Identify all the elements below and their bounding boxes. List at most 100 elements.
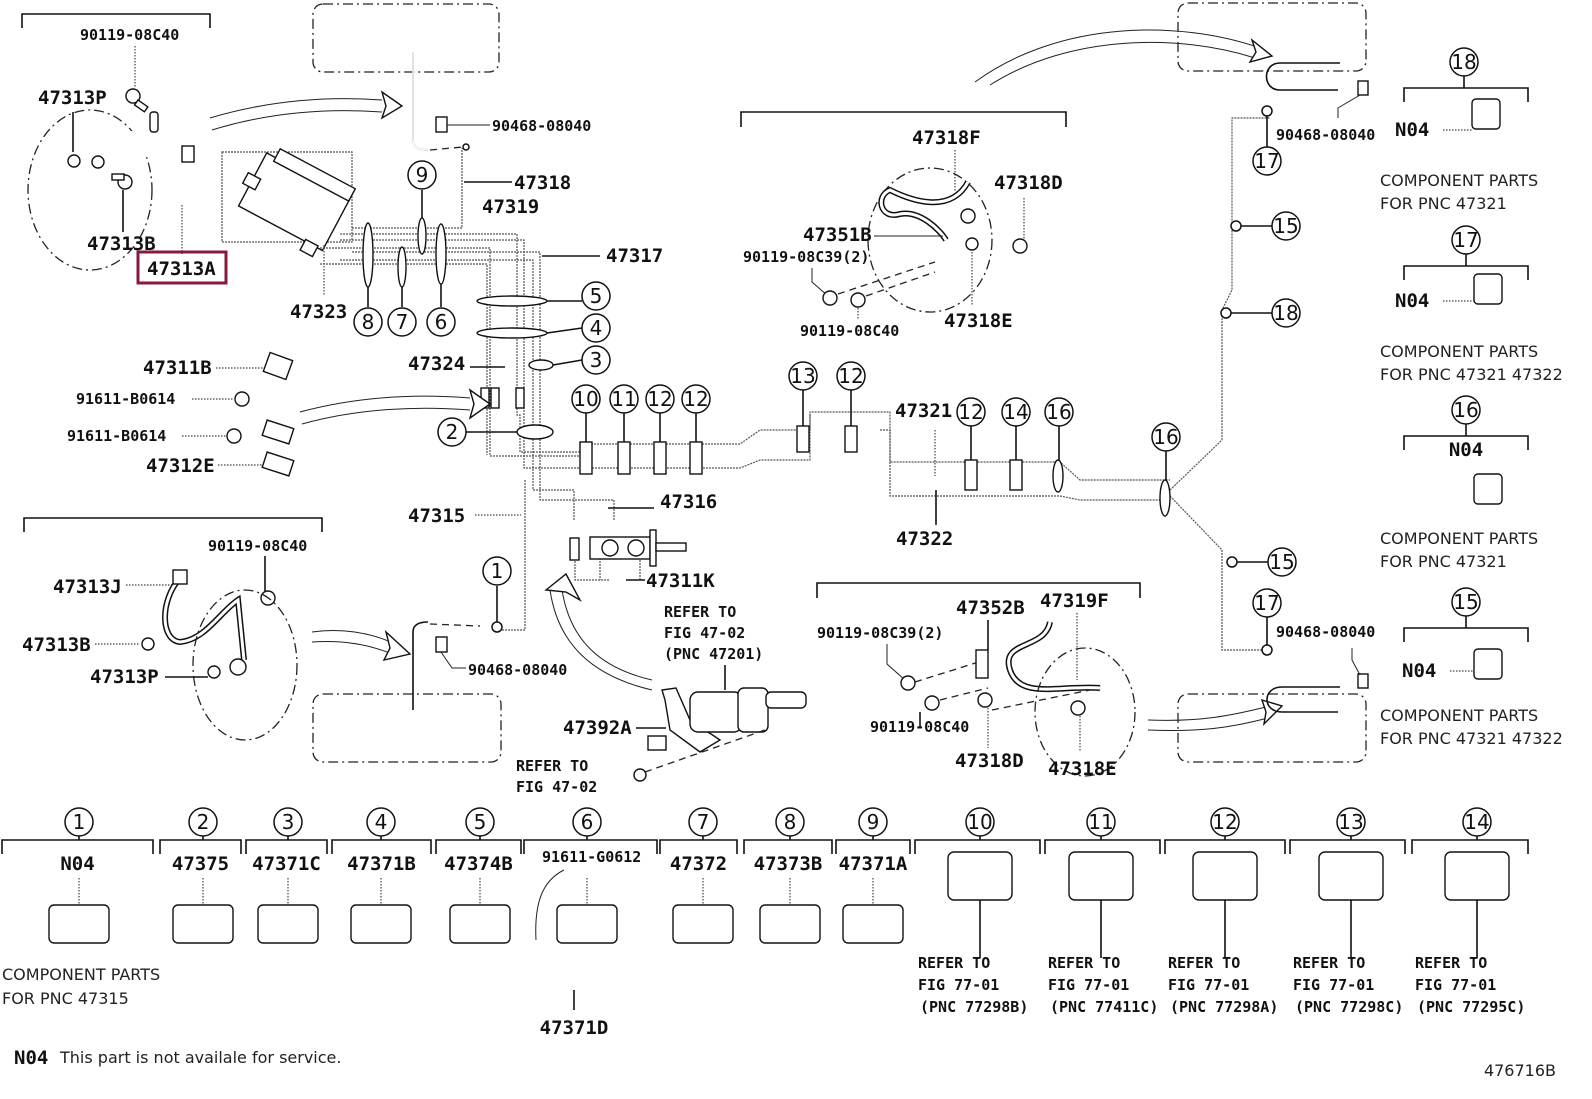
callout-11[interactable]: 11: [1088, 810, 1113, 834]
part-label-47313J[interactable]: 47313J: [53, 576, 122, 598]
callout-14[interactable]: 14: [1003, 400, 1028, 424]
callout-10[interactable]: 10: [573, 387, 598, 411]
part-label-47371B[interactable]: 47371B: [347, 853, 416, 875]
callout-9[interactable]: 9: [416, 163, 429, 187]
callout-3[interactable]: 3: [590, 348, 603, 372]
callout-12[interactable]: 12: [838, 364, 863, 388]
callout-12[interactable]: 12: [683, 387, 708, 411]
part-label-N04[interactable]: N04: [60, 853, 94, 875]
part-code-N04[interactable]: N04: [1449, 439, 1483, 461]
callout-5[interactable]: 5: [474, 810, 487, 834]
callout-5[interactable]: 5: [590, 284, 603, 308]
callout-12[interactable]: 12: [1212, 810, 1237, 834]
callout-8[interactable]: 8: [362, 310, 375, 334]
callout-17[interactable]: 17: [1254, 591, 1279, 615]
part-label-91611-B0614-2[interactable]: 91611-B0614: [67, 427, 166, 445]
part-label-47317[interactable]: 47317: [606, 245, 663, 267]
callout-16[interactable]: 16: [1153, 425, 1178, 449]
callout-16[interactable]: 16: [1453, 398, 1478, 422]
part-label-47371D[interactable]: 47371D: [540, 1017, 609, 1039]
callout-15[interactable]: 15: [1453, 590, 1478, 614]
part-label-47311K[interactable]: 47311K: [646, 570, 715, 592]
part-label-47316[interactable]: 47316: [660, 491, 717, 513]
part-label-47318E[interactable]: 47318E: [1048, 758, 1117, 780]
part-label-47319F[interactable]: 47319F: [1040, 590, 1109, 612]
part-label-90119-08C39[interactable]: 90119-08C39(2): [817, 624, 943, 642]
part-label-90468-08040[interactable]: 90468-08040: [1276, 126, 1375, 144]
part-label-90119-08C39[interactable]: 90119-08C39(2): [743, 248, 869, 266]
callout-17[interactable]: 17: [1453, 228, 1478, 252]
part-label-47319[interactable]: 47319: [482, 196, 539, 218]
part-label-47372[interactable]: 47372: [670, 853, 727, 875]
part-label-47311B[interactable]: 47311B: [143, 357, 212, 379]
part-label-47315[interactable]: 47315: [408, 505, 465, 527]
callout-13[interactable]: 13: [790, 364, 815, 388]
part-label-90468-08040[interactable]: 90468-08040: [1276, 623, 1375, 641]
part-label-47351B[interactable]: 47351B: [803, 224, 872, 246]
callout-6[interactable]: 6: [581, 810, 594, 834]
part-label-91611-G0612[interactable]: 91611-G0612: [542, 848, 641, 866]
part-label-47318[interactable]: 47318: [514, 172, 571, 194]
callout-14[interactable]: 14: [1464, 810, 1489, 834]
callout-6[interactable]: 6: [435, 310, 448, 334]
part-label-47318D[interactable]: 47318D: [994, 172, 1063, 194]
part-label-47371C[interactable]: 47371C: [252, 853, 321, 875]
part-label-47313P[interactable]: 47313P: [38, 87, 107, 109]
callout-17[interactable]: 17: [1254, 149, 1279, 173]
part-label-47392A[interactable]: 47392A: [563, 717, 632, 739]
callout-1[interactable]: 1: [491, 559, 504, 583]
part-label-90119-08C40[interactable]: 90119-08C40: [208, 537, 307, 555]
callout-15[interactable]: 15: [1269, 550, 1294, 574]
callout-1[interactable]: 1: [73, 810, 86, 834]
part-label-90119-08C40[interactable]: 90119-08C40: [870, 718, 969, 736]
part-label-91611-B0614-1[interactable]: 91611-B0614: [76, 390, 175, 408]
callout-18[interactable]: 18: [1273, 301, 1298, 325]
callout-9[interactable]: 9: [867, 810, 880, 834]
part-label-47312E[interactable]: 47312E: [146, 455, 215, 477]
refer-fig-47-02-b[interactable]: REFER TO FIG 47-02: [516, 757, 597, 796]
part-label-47313A-highlighted[interactable]: 47313A: [147, 258, 216, 280]
part-label-47318E[interactable]: 47318E: [944, 310, 1013, 332]
part-label-47323[interactable]: 47323: [290, 301, 347, 323]
part-label-47374B[interactable]: 47374B: [444, 853, 513, 875]
callout-10[interactable]: 10: [967, 810, 992, 834]
part-label-90119-08C40[interactable]: 90119-08C40: [80, 26, 179, 44]
part-label-47318F[interactable]: 47318F: [912, 127, 981, 149]
callout-12[interactable]: 12: [647, 387, 672, 411]
callout-3[interactable]: 3: [282, 810, 295, 834]
callout-16[interactable]: 16: [1046, 400, 1071, 424]
callout-4[interactable]: 4: [375, 810, 388, 834]
part-label-47313B[interactable]: 47313B: [87, 233, 156, 255]
part-label-47313P[interactable]: 47313P: [90, 666, 159, 688]
part-label-47352B[interactable]: 47352B: [956, 597, 1025, 619]
part-label-47322[interactable]: 47322: [896, 528, 953, 550]
callout-4[interactable]: 4: [590, 316, 603, 340]
part-label-47324[interactable]: 47324: [408, 353, 465, 375]
callout-7[interactable]: 7: [697, 810, 710, 834]
callout-2[interactable]: 2: [197, 810, 210, 834]
callout-15[interactable]: 15: [1273, 214, 1298, 238]
callout-11[interactable]: 11: [611, 387, 636, 411]
callout-8[interactable]: 8: [784, 810, 797, 834]
part-label-47375[interactable]: 47375: [172, 853, 229, 875]
part-label-47373B[interactable]: 47373B: [754, 853, 823, 875]
part-code-N04[interactable]: N04: [1395, 290, 1429, 312]
callout-7[interactable]: 7: [396, 310, 409, 334]
part-code-N04[interactable]: N04: [1395, 119, 1429, 141]
part-label-90119-08C40[interactable]: 90119-08C40: [800, 322, 899, 340]
part-code-N04[interactable]: N04: [1402, 660, 1436, 682]
part-label-47313B[interactable]: 47313B: [22, 634, 91, 656]
part-label-47321[interactable]: 47321: [895, 400, 952, 422]
part-label-90468-08040[interactable]: 90468-08040: [468, 661, 567, 679]
callout-12[interactable]: 12: [958, 400, 983, 424]
part-label-47371A[interactable]: 47371A: [839, 853, 908, 875]
callout-2[interactable]: 2: [446, 420, 459, 444]
callout-18[interactable]: 18: [1451, 50, 1476, 74]
part-label-47318D[interactable]: 47318D: [955, 750, 1024, 772]
part-label-90468-08040[interactable]: 90468-08040: [492, 117, 591, 135]
